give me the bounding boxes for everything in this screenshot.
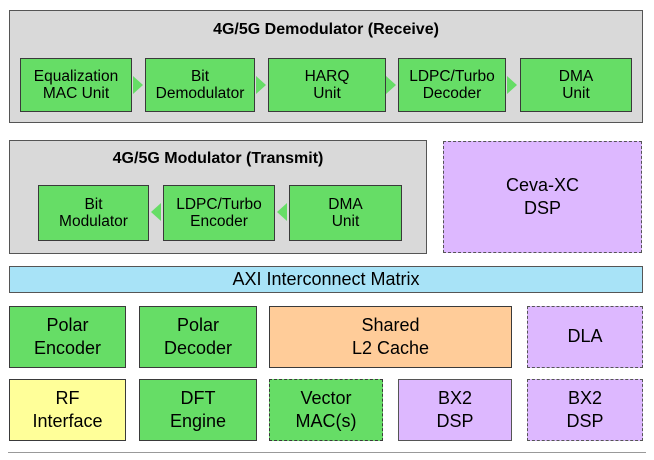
polar-decoder-block: Polar Decoder <box>139 306 257 368</box>
axi-interconnect-bar: AXI Interconnect Matrix <box>9 266 643 293</box>
equalization-mac-block: Equalization MAC Unit <box>20 58 132 112</box>
harq-block: HARQ Unit <box>268 58 386 112</box>
bx2-dsp-block-1: BX2 DSP <box>398 379 512 441</box>
ldpc-turbo-encoder-block: LDPC/Turbo Encoder <box>163 185 275 241</box>
shared-l2-cache-block: Shared L2 Cache <box>269 306 512 368</box>
bx2-dsp-block-2: BX2 DSP <box>527 379 643 441</box>
bottom-divider <box>8 452 646 453</box>
dft-engine-block: DFT Engine <box>139 379 257 441</box>
arrow-right-icon <box>256 76 266 94</box>
polar-encoder-block: Polar Encoder <box>9 306 126 368</box>
modulator-title: 4G/5G Modulator (Transmit) <box>112 150 324 167</box>
ldpc-turbo-decoder-block: LDPC/Turbo Decoder <box>398 58 506 112</box>
arrow-right-icon <box>133 76 143 94</box>
dla-block: DLA <box>527 306 643 368</box>
bit-modulator-block: Bit Modulator <box>38 185 149 241</box>
rf-interface-block: RF Interface <box>9 379 126 441</box>
bit-demodulator-block: Bit Demodulator <box>145 58 255 112</box>
arrow-left-icon <box>151 203 161 221</box>
demodulator-title: 4G/5G Demodulator (Receive) <box>213 21 439 38</box>
vector-mac-block: Vector MAC(s) <box>269 379 383 441</box>
arrow-right-icon <box>507 76 517 94</box>
mod-dma-block: DMA Unit <box>289 185 402 241</box>
arrow-right-icon <box>386 76 396 94</box>
ceva-xc-dsp-block: Ceva-XC DSP <box>443 141 642 253</box>
demod-dma-block: DMA Unit <box>520 58 632 112</box>
arrow-left-icon <box>277 203 287 221</box>
